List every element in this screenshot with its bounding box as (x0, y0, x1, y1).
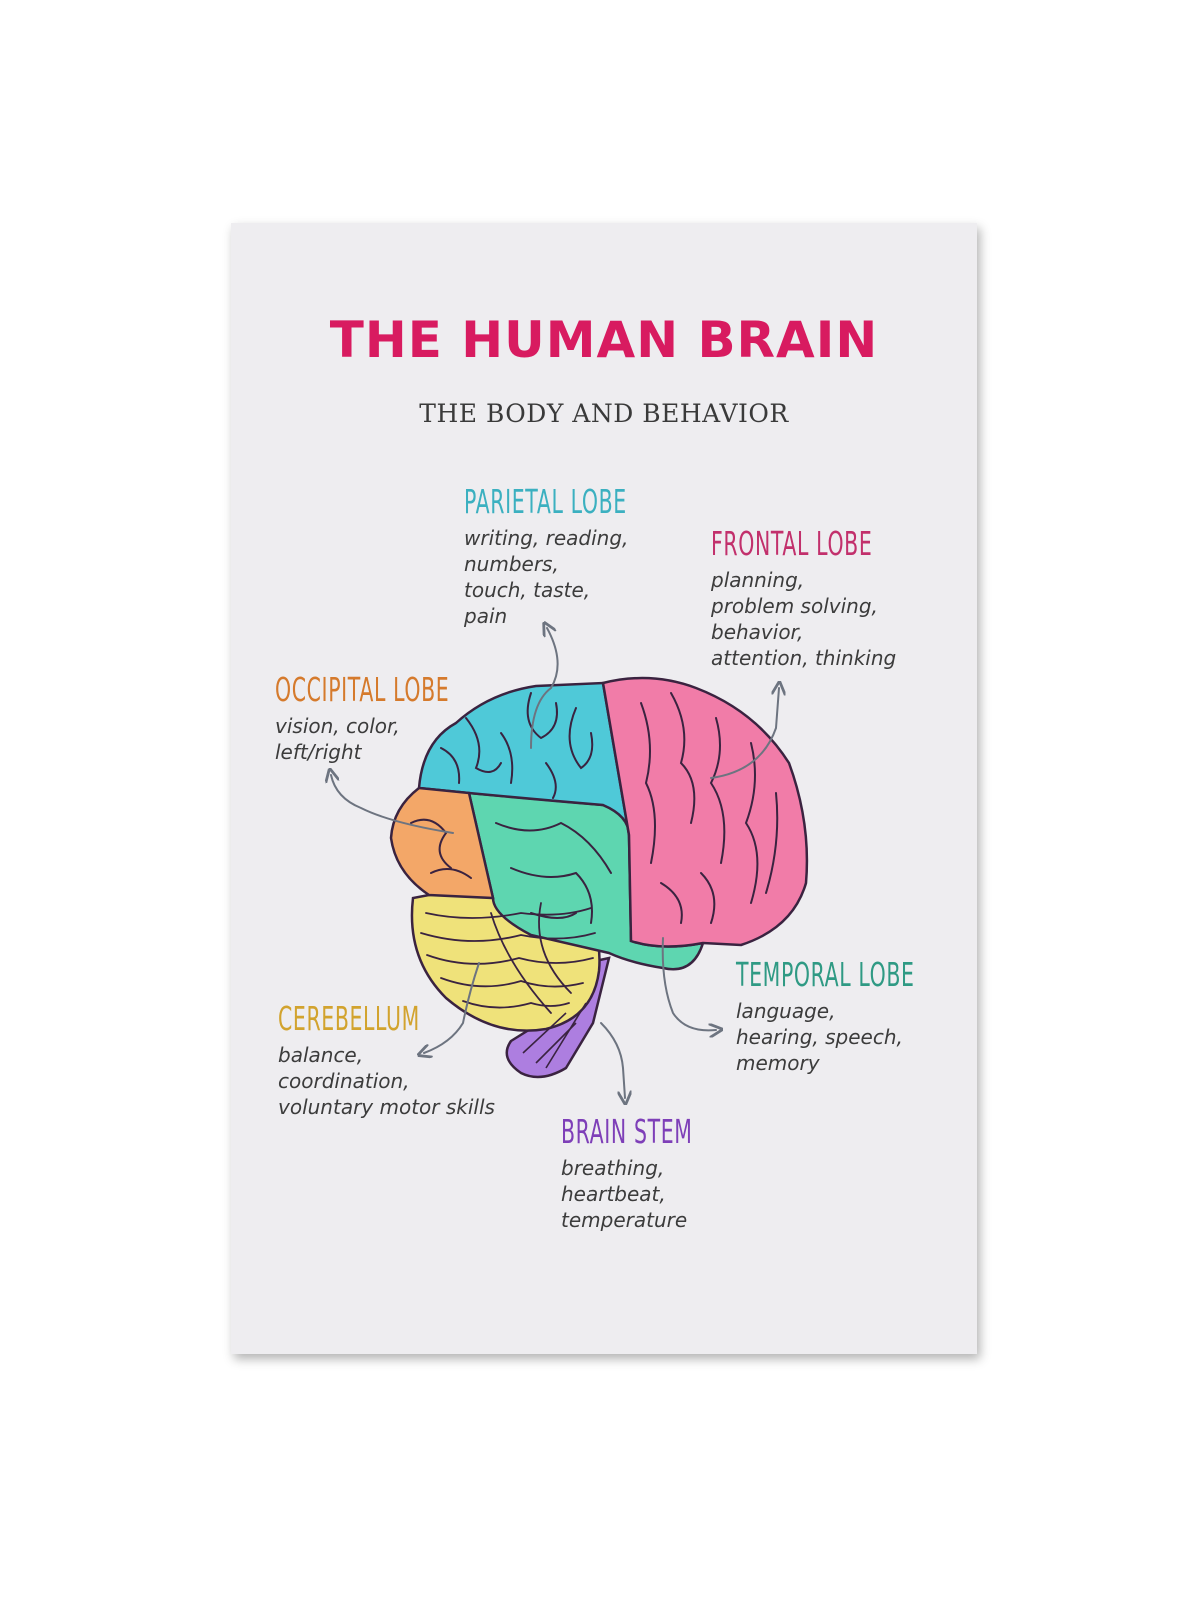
temporal-lobe-title: TEMPORAL LOBE (736, 955, 915, 994)
brain-folds (410, 692, 779, 924)
cerebellum-folds (420, 902, 596, 1014)
cerebellum-label: CEREBELLUM balance, coordination, volunt… (278, 1000, 507, 1120)
parietal-arrow (530, 628, 559, 749)
brain-stem-lines (522, 1002, 587, 1069)
brain-stem-arrow (600, 1022, 625, 1098)
poster: THE HUMAN BRAIN THE BODY AND BEHAVIOR (231, 223, 977, 1354)
occipital-lobe-label: OCCIPITAL LOBE vision, color, left/right (275, 671, 556, 765)
brain-diagram (231, 223, 809, 1354)
occipital-lobe-title: OCCIPITAL LOBE (275, 670, 450, 709)
temporal-lobe-functions: language, hearing, speech, memory (736, 999, 903, 1075)
frontal-lobe-functions: planning, problem solving, behavior, att… (711, 568, 897, 670)
leader-arrows (331, 628, 779, 1098)
frontal-lobe-label: FRONTAL LOBE planning, problem solving, … (711, 525, 971, 671)
cerebellum-title: CEREBELLUM (278, 999, 420, 1038)
frontal-lobe-title: FRONTAL LOBE (711, 524, 873, 563)
brain-stem-functions: breathing, heartbeat, temperature (561, 1156, 688, 1232)
brain-stem-label: BRAIN STEM breathing, heartbeat, tempera… (561, 1113, 773, 1233)
occipital-arrow (331, 775, 454, 834)
frontal-arrow (710, 688, 779, 779)
occipital-region (389, 786, 495, 900)
temporal-arrow (661, 937, 716, 1030)
cerebellum-arrow (424, 962, 480, 1053)
poster-title: THE HUMAN BRAIN (329, 311, 879, 369)
parietal-lobe-label: PARIETAL LOBE writing, reading, numbers,… (464, 483, 727, 629)
poster-subtitle: THE BODY AND BEHAVIOR (419, 399, 789, 428)
brain-stem-title: BRAIN STEM (561, 1112, 693, 1151)
occipital-lobe-functions: vision, color, left/right (275, 714, 400, 764)
parietal-lobe-title: PARIETAL LOBE (464, 482, 627, 521)
cerebellum-functions: balance, coordination, voluntary motor s… (278, 1043, 495, 1119)
parietal-lobe-functions: writing, reading, numbers, touch, taste,… (464, 526, 629, 628)
temporal-lobe-label: TEMPORAL LOBE language, hearing, speech,… (736, 956, 1024, 1076)
